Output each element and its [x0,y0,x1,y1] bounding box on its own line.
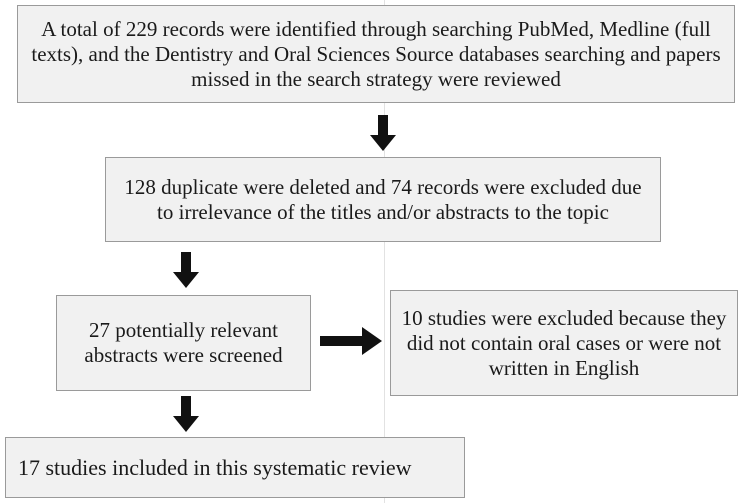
arrow-down-2 [173,252,199,288]
records-identified-text: A total of 229 records were identified t… [31,16,721,91]
abstracts-screened-box: 27 potentially relevant abstracts were s… [56,295,311,391]
arrow-down-3 [173,396,199,432]
studies-excluded-text: 10 studies were excluded because they di… [401,305,727,380]
studies-included-box: 17 studies included in this systematic r… [5,437,465,498]
arrow-right [320,327,382,355]
abstracts-screened-text: 27 potentially relevant abstracts were s… [84,318,283,367]
studies-excluded-box: 10 studies were excluded because they di… [390,290,738,396]
studies-included-text: 17 studies included in this systematic r… [18,455,412,480]
center-guide-line [384,0,385,503]
arrow-down-1 [370,115,396,151]
duplicates-excluded-text: 128 duplicate were deleted and 74 record… [124,174,642,224]
duplicates-excluded-box: 128 duplicate were deleted and 74 record… [105,157,661,242]
records-identified-box: A total of 229 records were identified t… [17,5,735,103]
